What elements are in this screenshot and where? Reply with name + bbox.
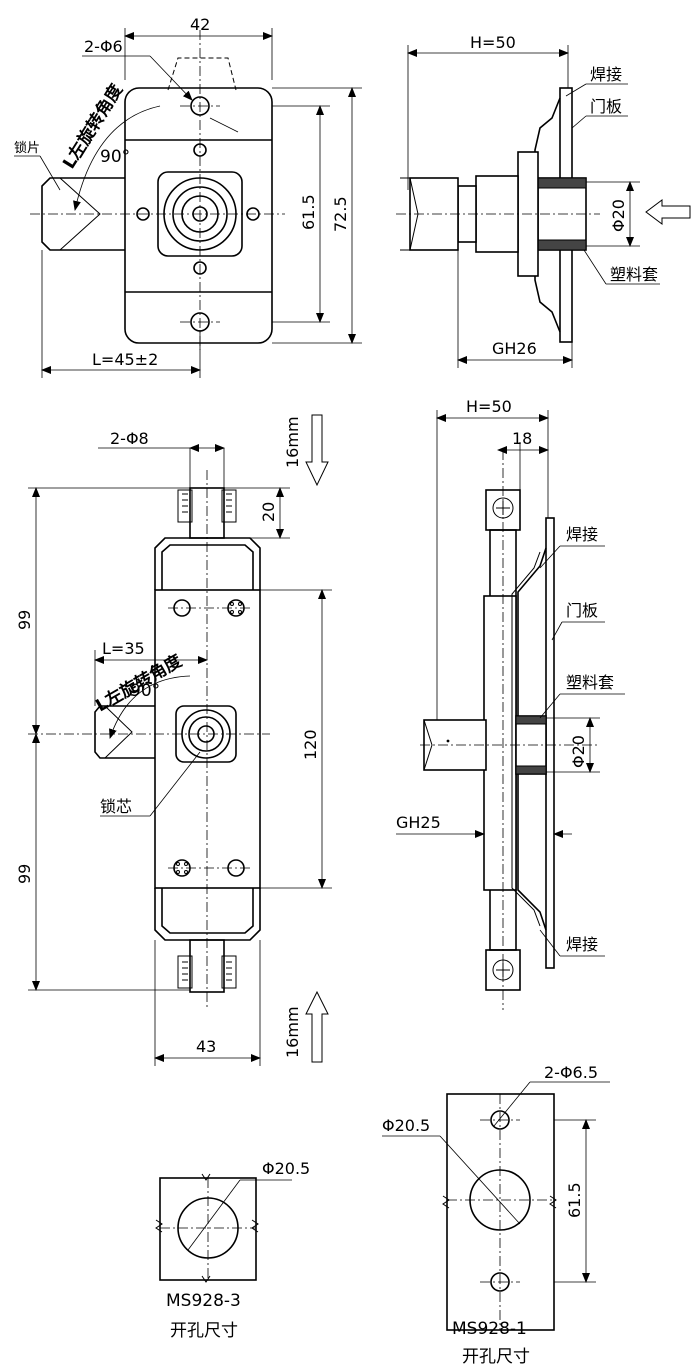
- dim-18: 18: [512, 429, 532, 448]
- label-plastic-sleeve-top-right: 塑料套: [610, 265, 658, 284]
- label-travel-16mm-top: 16mm: [283, 416, 302, 468]
- label-weld-top-right: 焊接: [590, 65, 622, 84]
- middle-right-side-view: H=50 18 Φ20 焊接: [396, 397, 625, 1010]
- label-angle-90: 90°: [100, 147, 130, 167]
- top-left-front-view: 42 2-Φ6 L左旋转角度 90° 锁片 61.5 72.5 L=45±2: [14, 15, 362, 378]
- dim-dia-20-top: Φ20: [609, 199, 628, 232]
- dim-gh26: GH26: [492, 339, 537, 358]
- label-angle-90-mid: 90°: [130, 681, 160, 701]
- dim-99-bottom: 99: [15, 864, 34, 884]
- dim-l35: L=35: [102, 639, 145, 658]
- cutout-ms928-3: Φ20.5 MS928-3 开孔尺寸: [155, 1159, 310, 1341]
- dim-20: 20: [259, 502, 278, 522]
- label-plastic-sleeve-mid: 塑料套: [566, 673, 614, 692]
- label-lock-core: 锁芯: [100, 797, 132, 816]
- dim-h50-top: H=50: [470, 33, 516, 52]
- model-ms928-3: MS928-3: [166, 1291, 241, 1311]
- label-weld-mid-bottom: 焊接: [566, 935, 598, 954]
- label-travel-16mm-bottom: 16mm: [283, 1006, 302, 1058]
- dim-99-top: 99: [15, 610, 34, 630]
- dim-width-42: 42: [190, 15, 210, 34]
- dim-h50-mid: H=50: [466, 397, 512, 416]
- model-ms928-1: MS928-1: [452, 1319, 527, 1339]
- dim-gh25: GH25: [396, 813, 441, 832]
- middle-left-front-view: 2-Φ8: [15, 414, 332, 1066]
- label-holes-2-phi6-5: 2-Φ6.5: [544, 1063, 598, 1082]
- dim-length-l45: L=45±2: [92, 350, 158, 369]
- dim-43: 43: [196, 1037, 216, 1056]
- dim-61-5-bottom: 61.5: [565, 1182, 584, 1218]
- cutout-ms928-1: 2-Φ6.5 Φ20.5 61.5 MS928-1 开孔尺寸: [382, 1063, 610, 1366]
- label-lock-piece: 锁片: [14, 140, 40, 156]
- dim-dia-20-5-right: Φ20.5: [382, 1116, 430, 1135]
- label-holes-2-phi8: 2-Φ8: [110, 429, 149, 448]
- dim-120: 120: [301, 729, 320, 760]
- label-weld-mid-top: 焊接: [566, 525, 598, 544]
- top-right-side-view: H=50 Φ20 焊接 门板 塑料套 GH26: [396, 33, 691, 368]
- caption-cutout-left: 开孔尺寸: [170, 1321, 238, 1341]
- label-door-panel-mid: 门板: [566, 601, 598, 620]
- label-holes-2-phi6: 2-Φ6: [84, 37, 123, 56]
- dim-total-height-72-5: 72.5: [331, 196, 350, 232]
- dim-dia-20-5-left: Φ20.5: [262, 1159, 310, 1178]
- dim-dia-20-mid: Φ20: [569, 735, 588, 768]
- label-door-panel-top-right: 门板: [590, 97, 622, 116]
- caption-cutout-right: 开孔尺寸: [462, 1347, 530, 1366]
- dim-inner-height-61-5: 61.5: [299, 194, 318, 230]
